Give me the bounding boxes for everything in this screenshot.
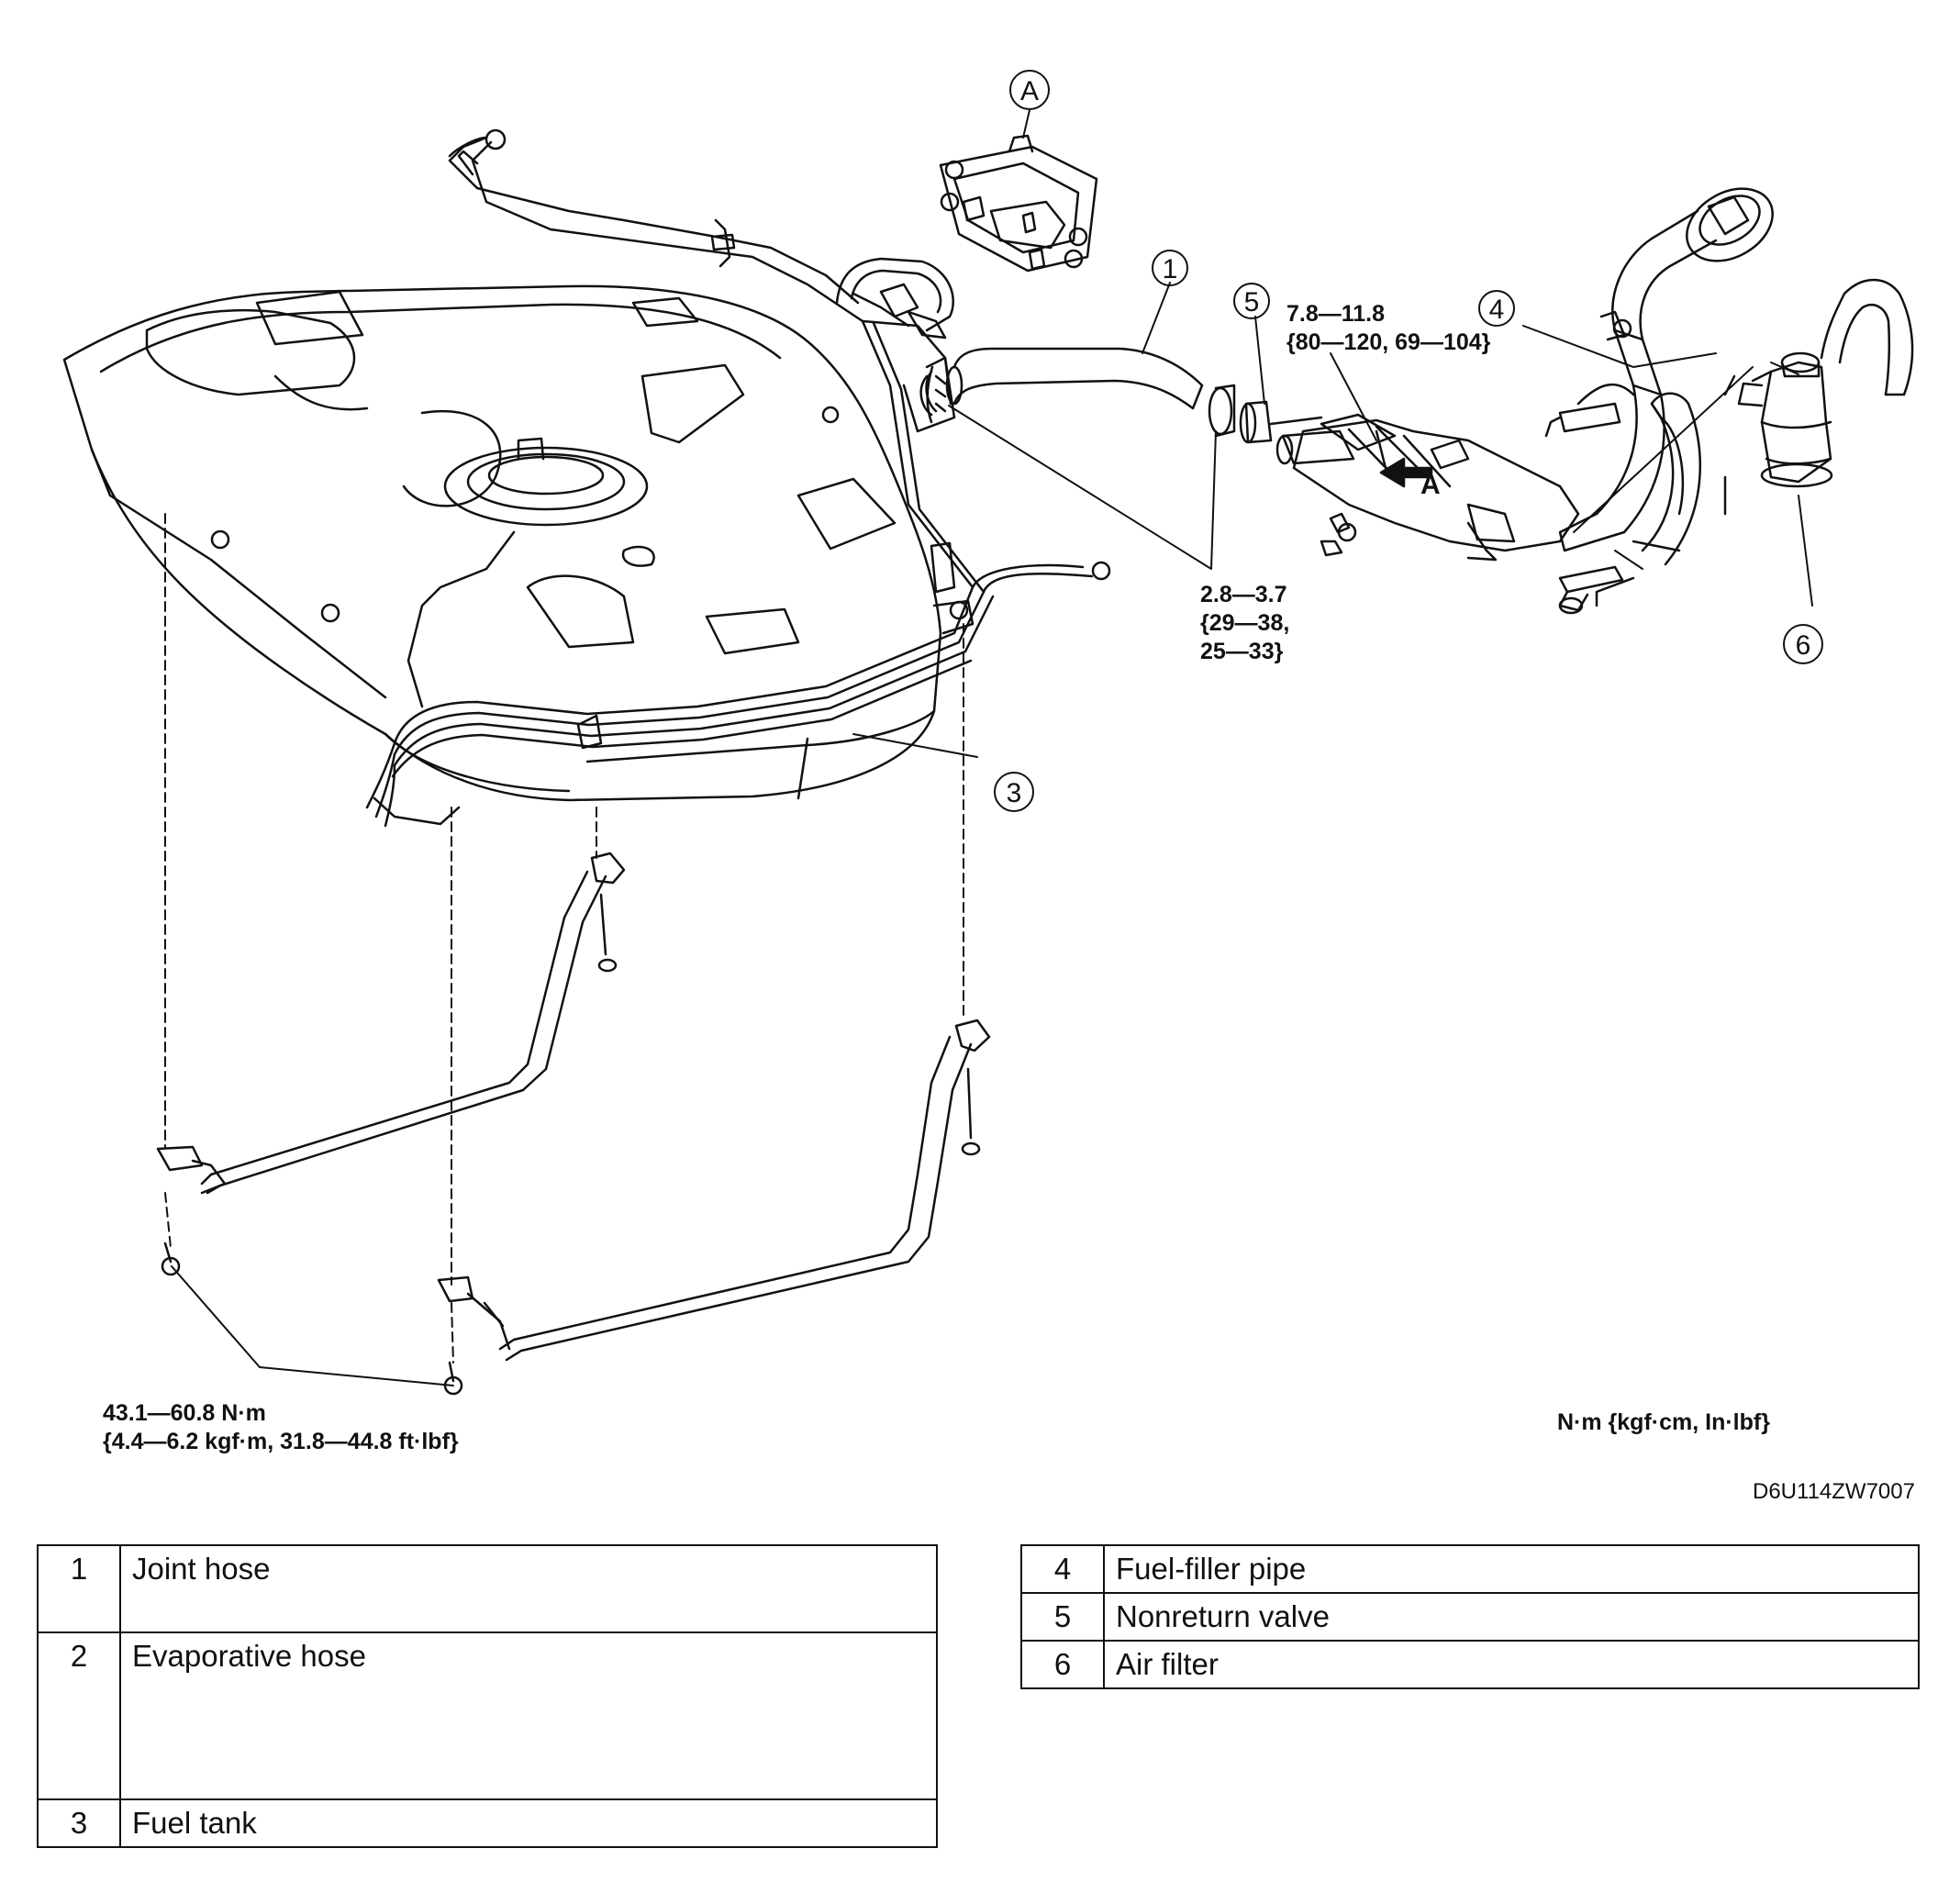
part-number: 1 bbox=[37, 1544, 121, 1633]
torque-line: 7.8—11.8 bbox=[1286, 301, 1386, 327]
callout-6: 6 bbox=[1783, 624, 1823, 664]
part-number: 3 bbox=[37, 1798, 121, 1848]
breather-hose-drawing bbox=[1632, 392, 1701, 566]
torque-spec-strap-bolts: 43.1—60.8 N·m {4.4—6.2 kgf·m, 31.8—44.8 … bbox=[103, 1399, 459, 1456]
torque-line: {4.4—6.2 kgf·m, 31.8—44.8 ft·lbf} bbox=[103, 1429, 459, 1454]
torque-line: {29—38, bbox=[1200, 610, 1290, 636]
table-row: 3 Fuel tank bbox=[37, 1798, 938, 1848]
part-name: Fuel tank bbox=[119, 1798, 938, 1848]
part-number: 6 bbox=[1020, 1640, 1105, 1689]
svg-text:A: A bbox=[1020, 76, 1039, 106]
svg-text:5: 5 bbox=[1244, 287, 1260, 317]
view-arrow-A: A bbox=[1379, 457, 1441, 500]
figure-code: D6U114ZW7007 bbox=[1753, 1479, 1915, 1504]
callout-A: A bbox=[1009, 70, 1050, 110]
callout-5: 5 bbox=[1233, 283, 1270, 319]
part-number: 4 bbox=[1020, 1544, 1105, 1594]
fuel-system-exploded-diagram: A 1 5 4 6 3 A bbox=[62, 70, 1914, 1396]
nonreturn-valve-drawing bbox=[1208, 384, 1355, 465]
torque-line: {80—120, 69—104} bbox=[1286, 329, 1491, 355]
torque-line: 43.1—60.8 N·m bbox=[103, 1400, 266, 1426]
table-row: 4 Fuel-filler pipe bbox=[1020, 1544, 1920, 1594]
parts-table-left: 1 Joint hose 2 Evaporative hose 3 Fuel t… bbox=[37, 1544, 938, 1848]
table-row: 1 Joint hose bbox=[37, 1544, 938, 1633]
fasteners bbox=[1320, 512, 1635, 615]
part-number: 5 bbox=[1020, 1592, 1105, 1642]
parts-table-right: 4 Fuel-filler pipe 5 Nonreturn valve 6 A… bbox=[1020, 1544, 1920, 1689]
units-note: N·m {kgf·cm, In·lbf} bbox=[1557, 1409, 1770, 1435]
canister-bracket-drawing bbox=[939, 134, 1098, 273]
callout-4: 4 bbox=[1478, 290, 1515, 327]
part-number: 2 bbox=[37, 1631, 121, 1800]
svg-text:3: 3 bbox=[1007, 778, 1022, 808]
callout-markers: A 1 5 4 6 3 bbox=[994, 70, 1823, 812]
callout-3: 3 bbox=[994, 772, 1034, 812]
strap-bolts bbox=[161, 893, 981, 1396]
air-filter-drawing bbox=[1723, 278, 1914, 516]
svg-text:1: 1 bbox=[1163, 254, 1178, 284]
table-row: 5 Nonreturn valve bbox=[1020, 1592, 1920, 1642]
torque-spec-filler-bolts: 7.8—11.8 {80—120, 69—104} bbox=[1286, 300, 1490, 357]
table-row: 2 Evaporative hose bbox=[37, 1631, 938, 1800]
svg-text:A: A bbox=[1420, 470, 1441, 500]
part-name: Nonreturn valve bbox=[1103, 1592, 1920, 1642]
torque-line: 2.8—3.7 bbox=[1200, 582, 1287, 607]
tank-straps-drawing bbox=[156, 852, 991, 1362]
filler-pipe-drawing bbox=[1292, 187, 1774, 562]
part-name: Fuel-filler pipe bbox=[1103, 1544, 1920, 1594]
torque-line: 25—33} bbox=[1200, 639, 1284, 664]
joint-hose-drawing bbox=[919, 347, 1204, 417]
svg-text:6: 6 bbox=[1796, 630, 1811, 661]
leader-lines bbox=[171, 109, 1813, 1386]
torque-spec-hose-clamps: 2.8—3.7 {29—38, 25—33} bbox=[1200, 581, 1289, 666]
callout-1: 1 bbox=[1152, 250, 1188, 286]
part-name: Joint hose bbox=[119, 1544, 938, 1633]
part-name: Evaporative hose bbox=[119, 1631, 938, 1800]
svg-text:4: 4 bbox=[1489, 295, 1505, 325]
fuel-tank-drawing bbox=[62, 284, 974, 802]
alignment-lines bbox=[164, 513, 964, 1364]
fuel-lines bbox=[365, 128, 1111, 828]
part-name: Air filter bbox=[1103, 1640, 1920, 1689]
table-row: 6 Air filter bbox=[1020, 1640, 1920, 1689]
